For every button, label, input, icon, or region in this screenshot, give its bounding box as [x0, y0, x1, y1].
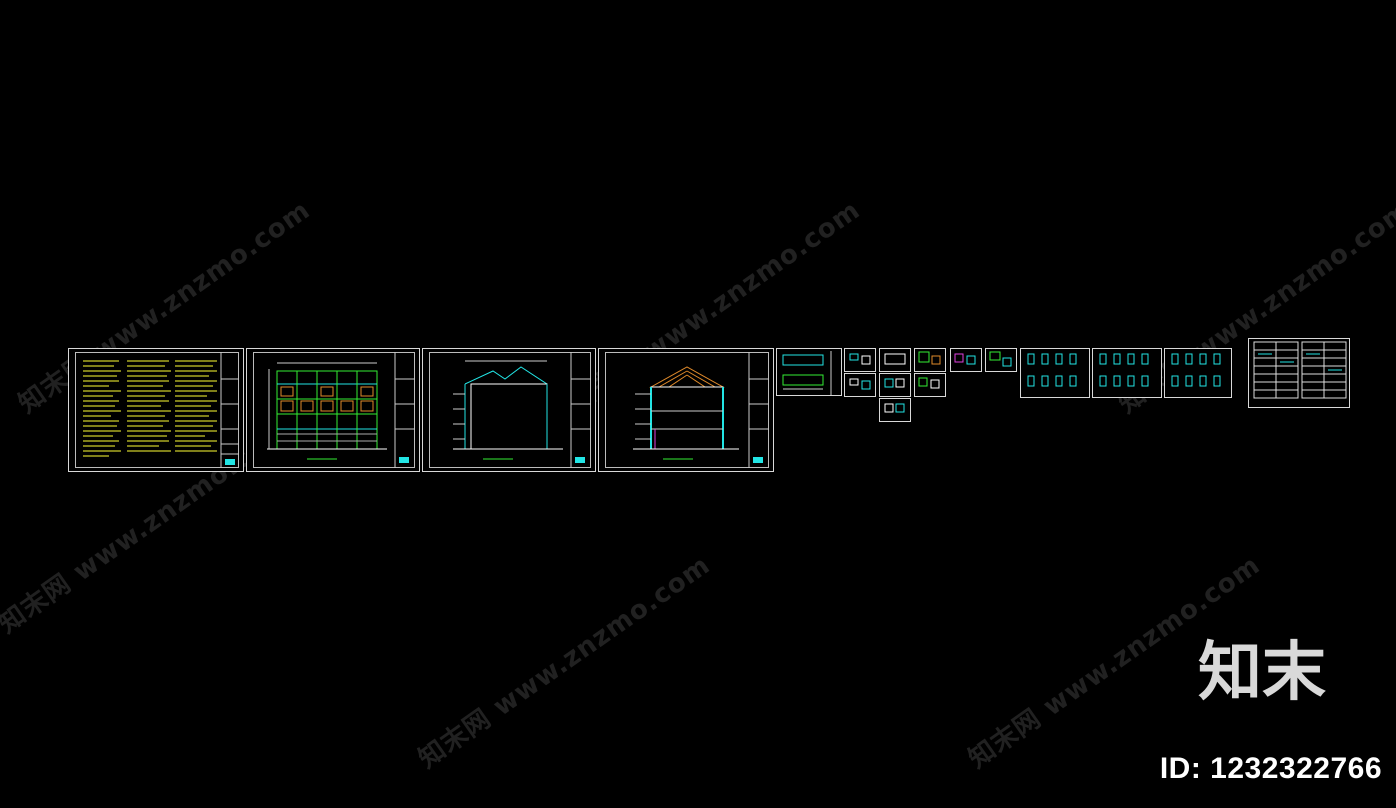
section-drawing	[633, 352, 769, 468]
detail-sheet-icon	[1164, 348, 1232, 398]
plan-drawing	[782, 351, 832, 395]
detail-sheet-icon	[1020, 348, 1090, 398]
side-elevation-drawing	[453, 352, 591, 468]
image-id-label: ID: 1232322766	[1159, 752, 1382, 785]
detail-sheet-icon	[950, 348, 982, 372]
detail-sheet-icon	[879, 373, 911, 397]
detail-sheet-icon	[844, 348, 876, 372]
notes-sheet-lines	[83, 352, 239, 468]
plan-sheet-icon	[776, 348, 842, 396]
detail-sheet-icon	[879, 398, 911, 422]
brand-logo: 知末	[1198, 636, 1326, 710]
front-elevation-drawing	[267, 352, 415, 468]
detail-sheet-icon	[844, 373, 876, 397]
elevation-sheet-icon	[422, 348, 596, 472]
detail-sheet-icon	[879, 348, 911, 372]
detail-sheet-icon	[1092, 348, 1162, 398]
elevation-sheet-icon	[246, 348, 420, 472]
section-sheet-icon	[598, 348, 774, 472]
notes-sheet-icon	[68, 348, 244, 472]
